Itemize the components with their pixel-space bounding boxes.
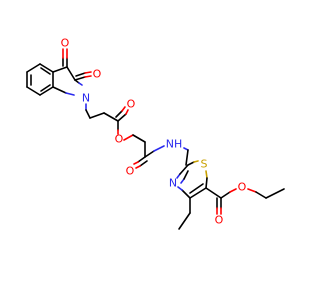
atom-o-ketone-mid: O [93,68,102,81]
n-ch2-chain [85,103,119,122]
atom-o-ketone-top: O [61,37,70,50]
atom-nh-amide: NH [166,138,183,151]
atom-labels: O O N O O O NH N S O O [61,37,247,227]
atom-s-thiazole: S [201,158,208,171]
atom-o-ester2-link: O [238,181,247,194]
benzene-ring [26,63,54,96]
pyrrolidinone-ring [52,66,83,96]
atom-o-ester1-carbonyl: O [127,98,136,111]
atom-o-amide: O [126,165,135,178]
atom-n-thiazole: N [169,177,177,190]
ketone-top [62,48,68,68]
ketone-mid [74,71,92,81]
amide-nh [144,145,189,166]
ester2 [205,187,285,215]
amide-carbonyl [133,156,148,169]
atom-o-ester1-link: O [115,133,124,146]
ester1-link [117,120,146,158]
molecule-structure: O O N O O O NH N S O O [26,37,285,230]
atom-n-indole: N [82,92,90,105]
methyl-group [178,197,191,230]
atom-o-ester2-carbonyl: O [215,214,224,227]
thiazole-ring [176,160,208,199]
molecule-canvas: O O N O O O NH N S O O [26,37,285,230]
ester1-carbonyl [115,106,129,122]
